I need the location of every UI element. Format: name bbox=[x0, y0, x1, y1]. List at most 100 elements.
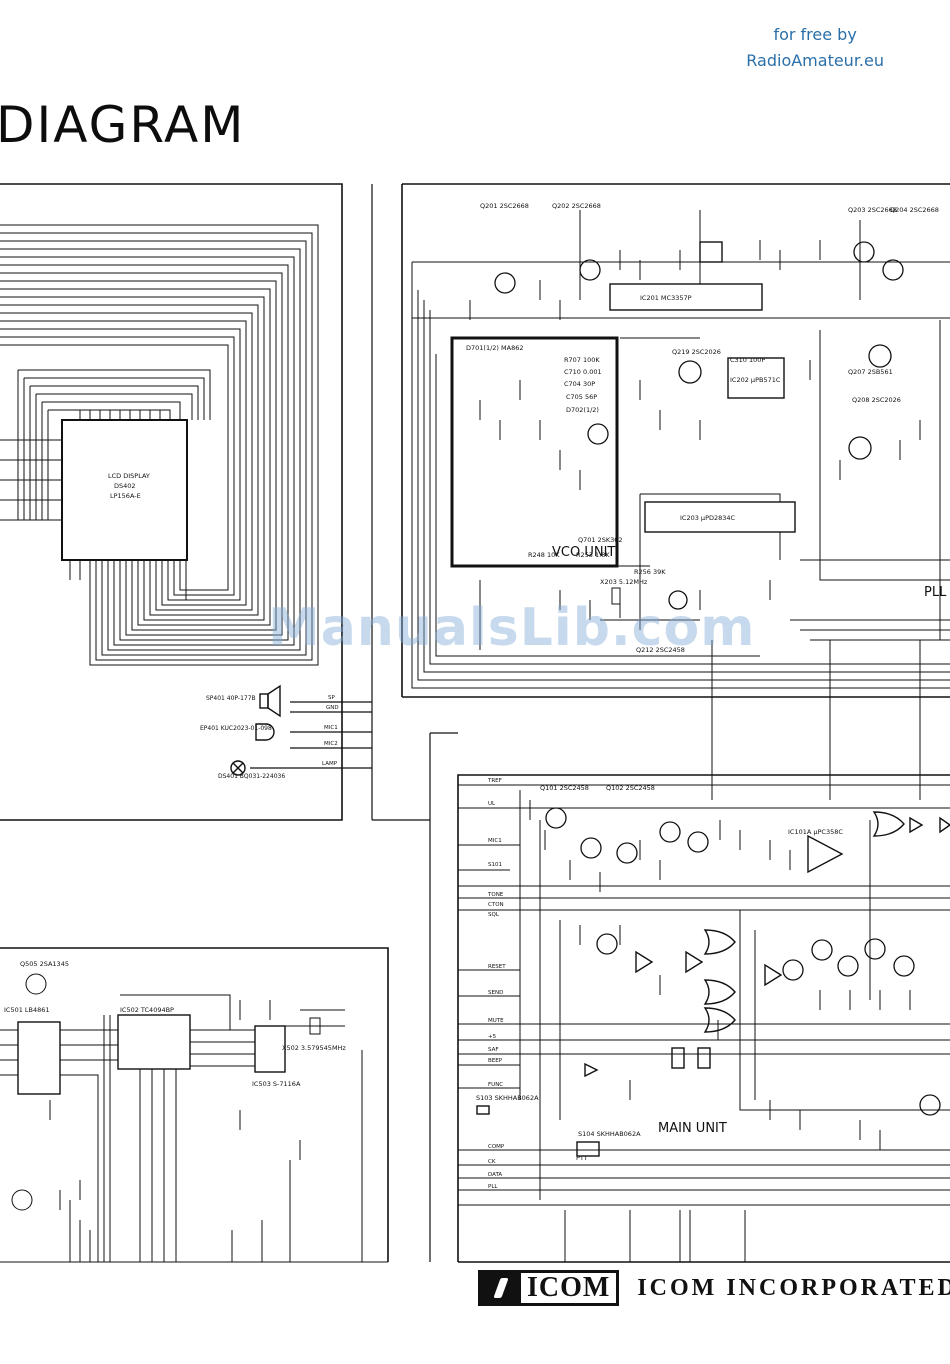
main-unit-label: MAIN UNIT bbox=[658, 1121, 727, 1136]
watermark-line2: RadioAmateur.eu bbox=[746, 51, 884, 70]
ic201-label: IC201 MC3357P bbox=[640, 294, 692, 302]
lamp-icon bbox=[230, 760, 246, 776]
watermark-credit: for free by RadioAmateur.eu bbox=[746, 22, 884, 74]
q505-label: Q505 2SA1345 bbox=[20, 960, 69, 968]
q701-label: Q701 2SK302 bbox=[578, 536, 623, 544]
ic203-label: IC203 μPD2834C bbox=[680, 514, 736, 522]
left-top-frame bbox=[0, 183, 343, 821]
d702-label: D702(1/2) bbox=[566, 406, 599, 414]
lcd-label-line1: LCD DISPLAY bbox=[108, 472, 150, 480]
sig-sql: SQL bbox=[488, 912, 500, 918]
relay-box bbox=[699, 241, 723, 263]
s103-label: S103 SKHHAB062A bbox=[476, 1094, 539, 1102]
q102-label: Q102 2SC2458 bbox=[606, 784, 655, 792]
r707-label: R707 100K bbox=[564, 356, 600, 364]
sig-saf: SAF bbox=[488, 1047, 499, 1053]
sig-func: FUNC bbox=[488, 1082, 503, 1088]
r253-label: R253 1.8K bbox=[576, 551, 610, 559]
main-transistors bbox=[545, 807, 941, 1116]
company-name: ICOM INCORPORATED bbox=[637, 1274, 950, 1301]
icom-logo: ICOM bbox=[478, 1270, 620, 1306]
x203-label: X203 5.12MHz bbox=[600, 578, 648, 586]
left-bottom-frame bbox=[0, 947, 389, 1262]
sig-mute: MUTE bbox=[488, 1018, 504, 1024]
conn-gnd: GND bbox=[326, 705, 339, 711]
r256-label: R256 39K bbox=[634, 568, 666, 576]
conn-mic2: MIC2 bbox=[324, 741, 338, 747]
r248-label: R248 10K bbox=[528, 551, 560, 559]
pll-transistors bbox=[494, 241, 904, 610]
c705-label: C705 56P bbox=[566, 393, 597, 401]
q204-label: Q204 2SC2668 bbox=[890, 206, 939, 214]
ic502-label: IC502 TC4094BP bbox=[120, 1006, 174, 1014]
main-signal-labels: TREF UL MIC1 S101 TONE CTON SQL RESET SE… bbox=[487, 778, 506, 1190]
ic501-label: IC501 LB4861 bbox=[4, 1006, 50, 1014]
ds401-label: DS401 BQ031-224036 bbox=[218, 773, 285, 780]
conn-sp: SP bbox=[328, 695, 335, 701]
sig-reset: RESET bbox=[488, 964, 506, 970]
lcd-label-line3: LP156A-E bbox=[110, 492, 141, 500]
bottom-left-wiring bbox=[0, 973, 388, 1263]
ic502-box bbox=[117, 1014, 191, 1070]
q208-label: Q208 2SC2026 bbox=[852, 396, 901, 404]
sig-comp: COMP bbox=[488, 1144, 505, 1150]
d701-label: D701(1/2) MA862 bbox=[466, 344, 523, 352]
lcd-pins bbox=[69, 560, 187, 600]
ic203-box bbox=[644, 501, 796, 533]
ep401-label: EP401 KUC2023-01-098 bbox=[200, 725, 272, 732]
conn-lamp: LAMP bbox=[322, 761, 338, 767]
left-connector-labels: SP GND MIC1 MIC2 LAMP bbox=[322, 695, 339, 767]
main-components bbox=[529, 800, 911, 1150]
icom-logo-mark-icon bbox=[481, 1273, 521, 1303]
sig-ul: UL bbox=[488, 801, 496, 807]
q207-label: Q207 2SB561 bbox=[848, 368, 893, 376]
sig-beep: BEEP bbox=[488, 1058, 503, 1064]
main-wiring bbox=[458, 784, 950, 1262]
c710-label: C710 0.001 bbox=[564, 368, 602, 376]
q202-label: Q202 2SC2668 bbox=[552, 202, 601, 210]
sig-mic1: MIC1 bbox=[488, 838, 502, 844]
ic101a-label: IC101A μPC358C bbox=[788, 828, 843, 836]
pll-components bbox=[469, 240, 941, 620]
watermark-center: ManualsLib.com bbox=[268, 598, 756, 658]
sig-s101: S101 bbox=[488, 862, 502, 868]
main-logic bbox=[476, 811, 950, 1157]
opamp-ic101a bbox=[807, 834, 844, 874]
sig-plus5: +5 bbox=[488, 1034, 497, 1040]
main-frame bbox=[457, 774, 950, 1262]
ic501-box bbox=[17, 1021, 61, 1095]
ic201-box bbox=[609, 283, 763, 311]
sig-tone: TONE bbox=[487, 892, 504, 898]
pll-wiring bbox=[411, 210, 950, 800]
q101-label: Q101 2SC2458 bbox=[540, 784, 589, 792]
s104-label: S104 SKHHAB062A bbox=[578, 1130, 641, 1138]
q201-label: Q201 2SC2668 bbox=[480, 202, 529, 210]
q203-label: Q203 2SC2668 bbox=[848, 206, 897, 214]
sig-cton: CTON bbox=[488, 902, 504, 908]
ic503-label: IC503 S-7116A bbox=[252, 1080, 301, 1088]
lcd-label-line2: DS402 bbox=[114, 482, 136, 490]
x502-label: X502 3.579545MHz bbox=[282, 1044, 346, 1052]
sig-ck: CK bbox=[488, 1159, 496, 1165]
page-title: DIAGRAM bbox=[0, 96, 246, 154]
ic202-box bbox=[727, 357, 785, 399]
footer: ICOM ICOM INCORPORATED bbox=[478, 1268, 950, 1308]
sp401-label: SP401 40P-177B bbox=[206, 695, 256, 702]
q212-label: Q212 2SC2458 bbox=[636, 646, 685, 654]
q219-label: Q219 2SC2026 bbox=[672, 348, 721, 356]
earphone-icon bbox=[255, 723, 275, 741]
speaker-icon bbox=[259, 693, 269, 709]
lcd-display-box bbox=[61, 419, 188, 561]
ptt-label: PTT bbox=[576, 1154, 588, 1162]
left-connector-lines bbox=[250, 184, 458, 1262]
lcd-bus-lines bbox=[0, 224, 319, 666]
sig-send: SEND bbox=[488, 990, 503, 996]
sig-tref: TREF bbox=[487, 778, 502, 784]
sig-data: DATA bbox=[488, 1172, 502, 1178]
ic202-label: IC202 μPB571C bbox=[730, 376, 781, 384]
conn-mic1: MIC1 bbox=[324, 725, 338, 731]
icom-logo-text: ICOM bbox=[527, 1272, 611, 1303]
c310-label: C310 100P bbox=[730, 356, 765, 364]
ic503-box bbox=[254, 1025, 286, 1073]
